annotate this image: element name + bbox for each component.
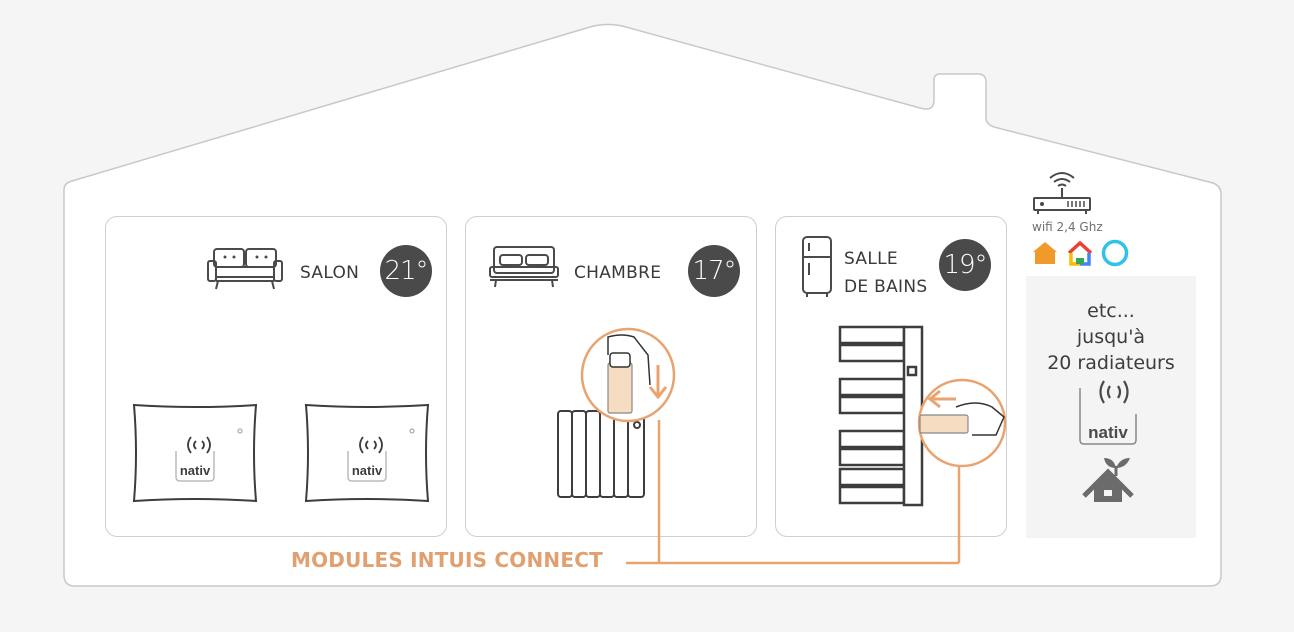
room-card-salle-de-bains: SALLE DE BAINS 19° (775, 216, 1007, 537)
side-panel: etc... jusqu'à 20 radiateurs nativ (1026, 276, 1196, 538)
side-panel-text: etc... jusqu'à 20 radiateurs (1026, 298, 1196, 376)
apple-home-icon (1033, 242, 1057, 264)
room-label-chambre: CHAMBRE (574, 263, 662, 283)
module-insert-zoom-circle (580, 327, 676, 423)
sofa-icon (207, 248, 283, 290)
nativ-module-2: nativ (304, 403, 430, 503)
room-card-salon: SALON 21° nativ nativ (105, 216, 447, 537)
nativ-module-1: nativ (132, 403, 258, 503)
towel-radiator-icon (838, 325, 924, 507)
room-label-de-bains: DE BAINS (844, 277, 928, 297)
eco-house-icon (1082, 458, 1134, 502)
jusqua-text: jusqu'à (1076, 326, 1146, 348)
wifi-router-icon (1033, 172, 1091, 214)
fridge-icon (802, 236, 832, 297)
wifi-label: wifi 2,4 Ghz (1032, 220, 1103, 234)
temperature-badge-chambre: 17° (688, 245, 740, 297)
nativ-logo-text: nativ (1088, 423, 1128, 442)
temperature-badge-salle-de-bains: 19° (939, 239, 991, 291)
alexa-icon (1101, 239, 1129, 267)
room-label-salon: SALON (300, 263, 360, 283)
bed-icon (489, 246, 559, 288)
room-card-chambre: CHAMBRE 17° (465, 216, 757, 537)
etc-text: etc... (1087, 300, 1135, 322)
temperature-badge-salon: 21° (380, 245, 432, 297)
nativ-logo-icon: nativ (1079, 380, 1137, 445)
room-label-salle: SALLE (844, 249, 898, 269)
google-home-icon (1067, 240, 1093, 266)
nativ-logo: nativ (180, 463, 211, 478)
modules-intuis-connect-label: MODULES INTUIS CONNECT (291, 548, 603, 572)
radiateurs-count-text: 20 radiateurs (1047, 352, 1175, 374)
module-insert-zoom-circle (917, 378, 1007, 468)
nativ-logo: nativ (352, 463, 383, 478)
